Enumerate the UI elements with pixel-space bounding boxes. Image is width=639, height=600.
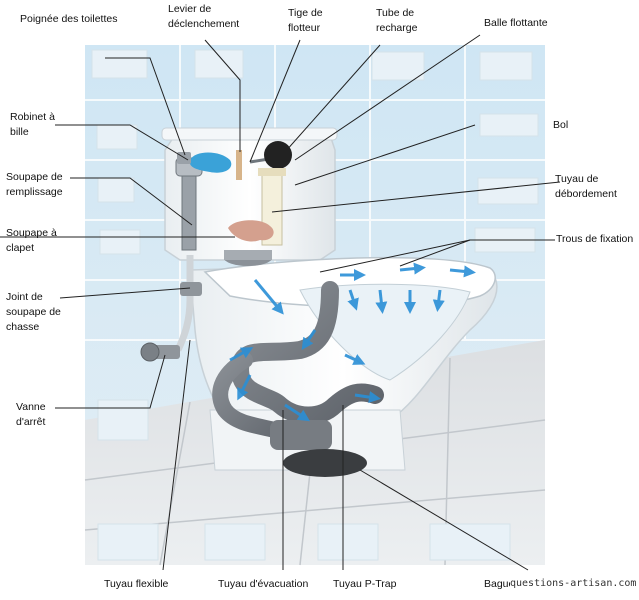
tank-lid (161, 127, 338, 141)
label-joint: Joint de soupape de chasse (6, 291, 61, 334)
flow-arrows (229, 262, 476, 422)
leader-lines (0, 34, 561, 571)
label-evacuation: Tuyau d'évacuation (218, 578, 309, 590)
shutoff-valve (140, 342, 180, 362)
supply-line (174, 255, 194, 352)
label-bol: Bol (553, 119, 569, 131)
ballcock (189, 152, 232, 173)
label-soupape-remplissage: Soupape de remplissage (6, 171, 63, 199)
wax-ring (283, 449, 367, 477)
label-tube: Tube de recharge (376, 7, 418, 35)
flush-valve-ring (224, 250, 272, 260)
label-balle: Balle flottante (484, 17, 548, 29)
label-robinet: Robinet à bille (10, 111, 55, 139)
bowl-inner (299, 283, 471, 381)
blank-label-boxes (91, 49, 539, 561)
label-tige: Tige de flotteur (288, 7, 323, 35)
label-debordement: Tuyau de débordement (555, 173, 617, 201)
label-flexible: Tuyau flexible (104, 578, 169, 590)
float-ball (264, 141, 292, 169)
flush-valve-gasket (180, 282, 202, 296)
label-clapet: Soupape à clapet (6, 227, 57, 255)
label-levier: Levier de déclenchement (168, 3, 240, 31)
watermark: questions-artisan.com (510, 578, 637, 589)
trip-lever (236, 150, 242, 180)
label-trous: Trous de fixation (556, 233, 634, 245)
refill-tube-cap (258, 168, 286, 176)
drain-pipe (270, 420, 332, 450)
label-ptrap: Tuyau P-Trap (333, 578, 397, 590)
label-vanne: Vanne d'arrêt (16, 401, 46, 429)
label-bague: Bague de cire (484, 578, 510, 590)
label-poignee: Poignée des toilettes (20, 13, 118, 25)
flapper (228, 220, 274, 242)
